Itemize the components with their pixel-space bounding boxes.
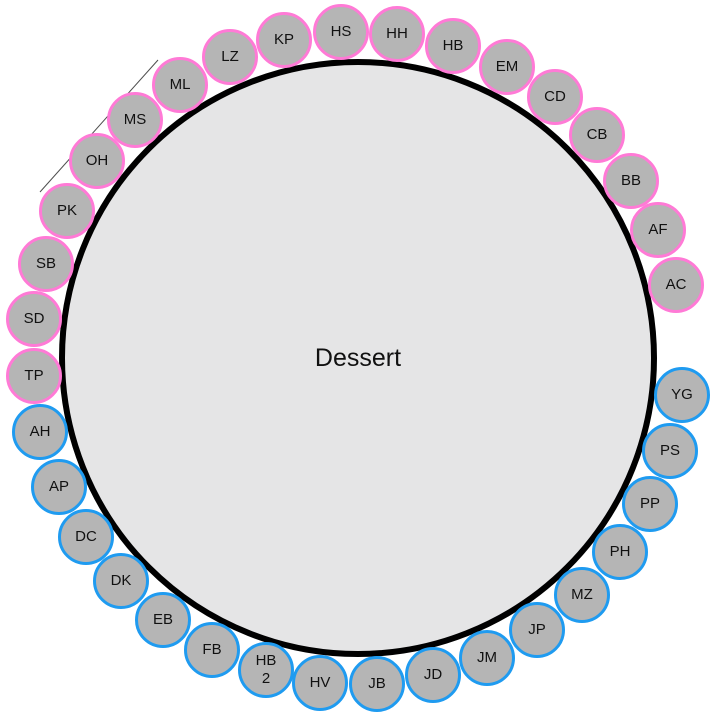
seat-ph[interactable]: PH [592, 524, 648, 580]
seat-label: CD [544, 88, 566, 105]
seat-label: HB 2 [255, 652, 277, 687]
seat-label: JM [477, 649, 497, 666]
seat-ml[interactable]: ML [152, 57, 208, 113]
seat-jb[interactable]: JB [349, 656, 405, 712]
seat-label: KP [273, 31, 294, 48]
seat-label: JP [528, 621, 546, 638]
seat-label: AP [48, 478, 69, 495]
seat-label: EM [495, 58, 519, 75]
seat-label: PP [639, 495, 660, 512]
seat-af[interactable]: AF [630, 202, 686, 258]
seat-label: EB [152, 611, 173, 628]
seat-hs[interactable]: HS [313, 4, 369, 60]
seat-ms[interactable]: MS [107, 92, 163, 148]
seat-lz[interactable]: LZ [202, 29, 258, 85]
seat-bb[interactable]: BB [603, 153, 659, 209]
seat-oh[interactable]: OH [69, 133, 125, 189]
seat-tp[interactable]: TP [6, 348, 62, 404]
seat-mz[interactable]: MZ [554, 567, 610, 623]
seat-ah[interactable]: AH [12, 404, 68, 460]
seat-label: AH [29, 423, 51, 440]
seat-fb[interactable]: FB [184, 622, 240, 678]
seat-jd[interactable]: JD [405, 647, 461, 703]
seat-label: HV [309, 674, 331, 691]
seat-label: OH [85, 152, 109, 169]
seat-dk[interactable]: DK [93, 553, 149, 609]
table-circle[interactable] [59, 59, 657, 657]
seat-pk[interactable]: PK [39, 183, 95, 239]
seat-label: HB [442, 37, 464, 54]
seat-yg[interactable]: YG [654, 367, 710, 423]
seat-label: JD [423, 666, 443, 683]
seat-label: PK [56, 202, 77, 219]
seat-pp[interactable]: PP [622, 476, 678, 532]
seat-sd[interactable]: SD [6, 291, 62, 347]
seat-sb[interactable]: SB [18, 236, 74, 292]
seat-label: DK [110, 572, 132, 589]
seat-label: FB [202, 641, 222, 658]
seat-cd[interactable]: CD [527, 69, 583, 125]
seat-label: TP [24, 367, 44, 384]
seat-ap[interactable]: AP [31, 459, 87, 515]
seat-label: BB [620, 172, 641, 189]
seat-label: YG [671, 386, 693, 403]
seat-label: AC [665, 276, 687, 293]
seat-hb[interactable]: HB [425, 18, 481, 74]
seat-hv[interactable]: HV [292, 655, 348, 711]
seat-ac[interactable]: AC [648, 257, 704, 313]
seat-label: MZ [571, 586, 593, 603]
seat-label: PS [659, 442, 680, 459]
seat-label: SD [23, 310, 45, 327]
seat-cb[interactable]: CB [569, 107, 625, 163]
seat-hh[interactable]: HH [369, 6, 425, 62]
seat-hb2[interactable]: HB 2 [238, 642, 294, 698]
seat-dc[interactable]: DC [58, 509, 114, 565]
seat-em[interactable]: EM [479, 39, 535, 95]
seat-label: HH [386, 25, 408, 42]
seat-label: ML [169, 76, 191, 93]
seat-label: CB [586, 126, 608, 143]
seat-kp[interactable]: KP [256, 12, 312, 68]
seat-label: PH [609, 543, 631, 560]
table-label: Dessert [314, 344, 402, 372]
seat-jp[interactable]: JP [509, 602, 565, 658]
seat-label: LZ [221, 48, 239, 65]
seat-label: SB [35, 255, 56, 272]
seat-label: AF [648, 221, 668, 238]
seat-label: HS [330, 23, 352, 40]
seat-ps[interactable]: PS [642, 423, 698, 479]
seat-label: DC [75, 528, 97, 545]
seat-label: JB [368, 675, 386, 692]
seat-jm[interactable]: JM [459, 630, 515, 686]
seat-label: MS [123, 111, 147, 128]
seat-eb[interactable]: EB [135, 592, 191, 648]
